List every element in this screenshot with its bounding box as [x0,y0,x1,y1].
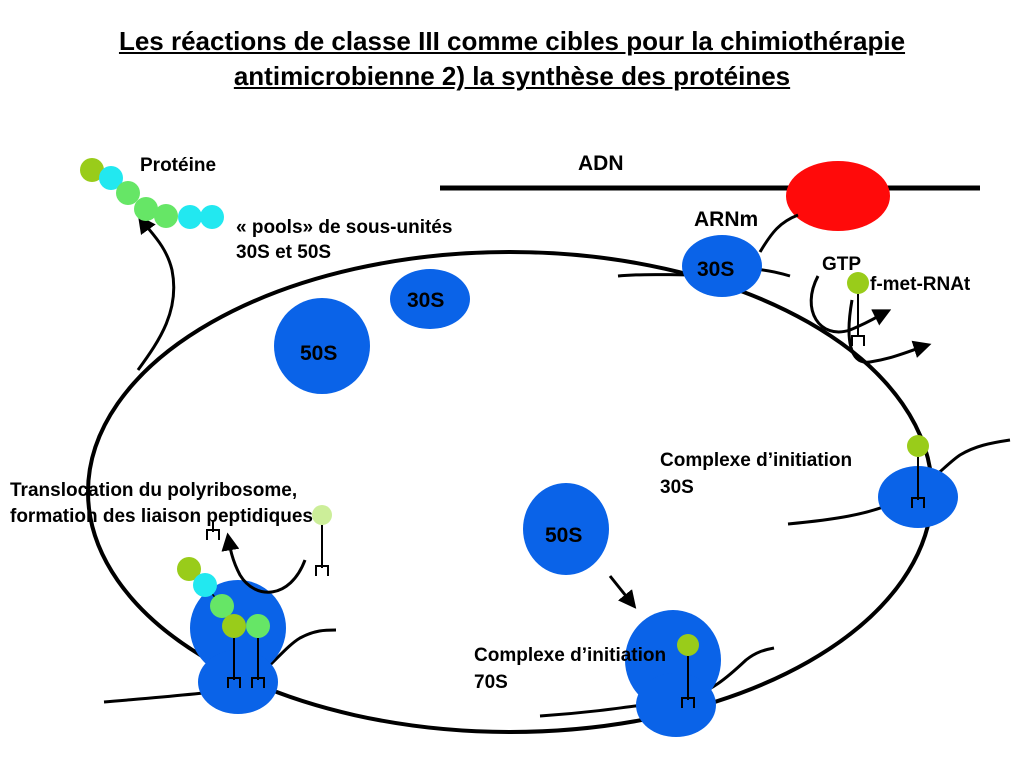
rna-polymerase [786,161,890,231]
complexe-70s-label-line-1: Complexe d’initiation [474,645,666,666]
fmet-arrow [847,299,932,364]
protein-aminoacid-6 [178,205,202,229]
protein-aminoacid-4 [134,197,158,221]
arrow-50s-to-70s [608,575,637,609]
complex-30s-aminoacid [907,435,929,457]
pools-label-line-1: « pools» de sous-unités [236,217,452,238]
ribosome-50s-joining-label: 50S [545,524,582,547]
poly-aminoacid-3 [210,594,234,618]
trna-stem-fmet [851,294,865,346]
gtp-label: GTP [822,254,861,275]
ribosome-30s-label: 30S [697,258,734,281]
poly-aminoacid-2 [193,573,217,597]
translocation-arrow [221,532,307,594]
title-line-1: Les réactions de classe III comme cibles… [118,26,906,56]
page-title: Les réactions de classe III comme cibles… [0,24,1024,94]
pool-50s-subunit [274,298,370,394]
ribosome-50s-joining [523,483,609,575]
protein-aminoacid-3 [116,181,140,205]
dna-label: ADN [578,152,624,175]
ribosome-30s-on-mrna [682,235,762,297]
gtp-arrow [809,275,892,334]
arnm-label: ARNm [694,208,758,231]
fmet-label: f-met-RNAt [870,274,971,295]
protein-export-arrow [136,215,176,371]
trna-complex-70s [681,656,695,708]
fmet-aminoacid [847,272,869,294]
pool-30s-label: 30S [407,289,444,312]
complexe-30s-label-line-1: Complexe d’initiation [660,450,852,471]
proteine-label: Protéine [140,155,216,176]
poly-aminoacid-5 [246,614,270,638]
translocation-label-line-1: Translocation du polyribosome, [10,480,297,501]
trna-released [206,520,220,540]
protein-aminoacid-5 [154,204,178,228]
incoming-aminoacid [312,505,332,525]
protein-aminoacid-1 [80,158,104,182]
protein-aminoacid-2 [99,166,123,190]
poly-aminoacid-4 [222,614,246,638]
complexe-30s-label-line-2: 30S [660,477,694,498]
poly-aminoacid-1 [177,557,201,581]
pool-50s-label: 50S [300,342,337,365]
ribosome-poly-small [198,650,278,714]
trna-poly-2 [251,638,265,688]
pools-label-line-2: 30S et 50S [236,242,331,263]
translocation-label-line-2: formation des liaison peptidiques [10,506,313,527]
protein-aminoacid-7 [200,205,224,229]
mrna-strand [758,213,799,253]
complex-70s-aminoacid [677,634,699,656]
title-line-2: antimicrobienne 2) la synthèse des proté… [233,61,791,91]
complexe-70s-label-line-2: 70S [474,672,508,693]
trna-complex-30s [911,457,925,508]
trna-poly-1 [227,638,241,688]
trna-incoming [315,525,329,576]
pool-30s-subunit [390,269,470,329]
ribosome-70s-small [636,673,716,737]
